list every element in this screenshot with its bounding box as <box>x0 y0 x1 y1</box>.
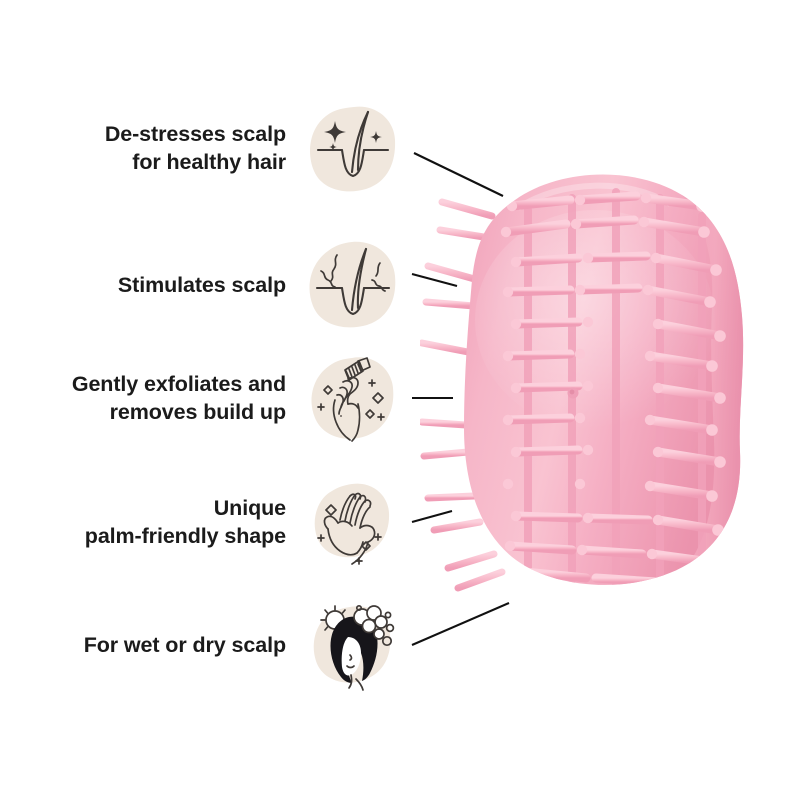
bristle-tips <box>500 192 726 568</box>
hand-holding-brush-icon <box>302 348 402 448</box>
hair-follicle-stimulation-icon <box>302 235 402 335</box>
woman-washing-hair-icon <box>302 595 402 695</box>
feature-label-wet-or-dry-scalp: For wet or dry scalp <box>83 632 286 657</box>
moulding-pin-mark <box>567 387 579 399</box>
feature-label-palm-friendly-shape: Unique palm-friendly shape <box>84 495 286 548</box>
feature-row-de-stresses-scalp: De-stresses scalp for healthy hair <box>62 98 402 198</box>
feature-label-gently-exfoliates: Gently exfoliates and removes build up <box>71 371 286 424</box>
feature-label-de-stresses-scalp: De-stresses scalp for healthy hair <box>104 121 286 174</box>
feature-label-stimulates-scalp: Stimulates scalp <box>117 272 286 297</box>
feature-row-wet-or-dry-scalp: For wet or dry scalp <box>62 595 402 695</box>
feature-row-palm-friendly-shape: Unique palm-friendly shape <box>62 472 402 572</box>
feature-row-stimulates-scalp: Stimulates scalp <box>62 235 402 335</box>
brush-bristle-field <box>500 188 726 585</box>
hair-follicle-sparkle-icon <box>302 98 402 198</box>
two-hands-icon <box>302 472 402 572</box>
feature-row-gently-exfoliates: Gently exfoliates and removes build up <box>62 348 402 448</box>
brush-bristles-left-profile <box>420 198 506 592</box>
product-image-scalp-brush <box>420 140 800 620</box>
